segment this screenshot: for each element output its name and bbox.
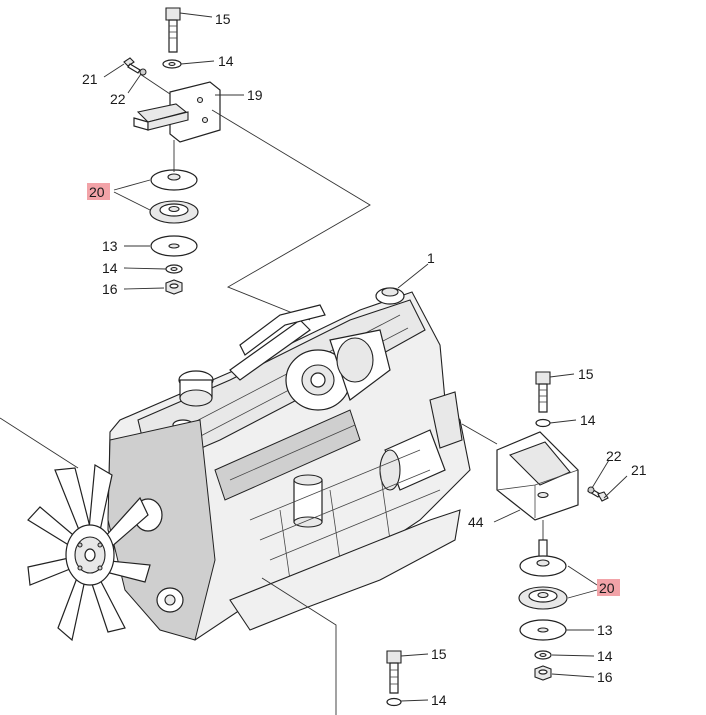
callout-20-right: 20 [599, 580, 615, 596]
bolt-15-bottom[interactable] [386, 650, 402, 694]
callout-labels: 15 14 21 22 19 20 13 14 16 1 15 14 22 21… [82, 11, 647, 708]
washer-14-right-low[interactable] [534, 650, 552, 660]
callout-14-right: 14 [580, 412, 596, 428]
screw-21-left[interactable] [123, 57, 141, 74]
callout-leaders [103, 12, 628, 702]
left-mount-assembly [123, 7, 221, 295]
bolt-15-top[interactable] [165, 7, 181, 53]
washer-14-right[interactable] [535, 418, 551, 428]
callout-44: 44 [468, 514, 484, 530]
callout-19: 19 [247, 87, 263, 103]
callout-20-left-highlight: 20 [87, 183, 110, 200]
callout-13-right: 13 [597, 622, 613, 638]
connection-line-left [211, 109, 371, 321]
callout-13-left: 13 [102, 238, 118, 254]
rubber-pad-20-upper[interactable] [150, 140, 198, 191]
leader-engine-left [0, 417, 79, 469]
callout-1: 1 [427, 250, 435, 266]
rubber-pad-20-right-upper[interactable] [519, 520, 567, 577]
rubber-pad-20-right-lower[interactable] [518, 586, 568, 610]
bracket-19[interactable] [133, 81, 221, 143]
callout-20-right-highlight: 20 [597, 579, 620, 596]
bottom-bolt-assembly [386, 650, 402, 707]
washer-14-left[interactable] [165, 264, 183, 274]
leader-engine-right [461, 423, 498, 445]
callout-14-top: 14 [218, 53, 234, 69]
bolt-15-right[interactable] [535, 371, 551, 413]
washer-22-right[interactable] [587, 486, 595, 494]
cooling-fan [27, 464, 151, 642]
nut-16-left[interactable] [165, 279, 183, 295]
callout-16-left: 16 [102, 281, 118, 297]
washer-14-bottom[interactable] [386, 697, 402, 707]
washer-13-right[interactable] [519, 619, 567, 641]
rubber-pad-20-lower[interactable] [149, 200, 199, 224]
engine-block [107, 287, 471, 641]
callout-20-left: 20 [89, 184, 105, 200]
turbocharger [285, 329, 391, 411]
right-mount-assembly [496, 371, 609, 681]
callout-16-right: 16 [597, 669, 613, 685]
callout-21-right: 21 [631, 462, 647, 478]
callout-15-top: 15 [215, 11, 231, 27]
callout-14-right-low: 14 [597, 648, 613, 664]
callout-14-bottom: 14 [431, 692, 447, 708]
oil-filter [293, 474, 323, 528]
callout-22-right: 22 [606, 448, 622, 464]
callout-22-left: 22 [110, 91, 126, 107]
callout-14-left: 14 [102, 260, 118, 276]
callout-21-left: 21 [82, 71, 98, 87]
washer-22-left[interactable] [139, 68, 147, 76]
callout-15-right: 15 [578, 366, 594, 382]
leader-engine-bottom [261, 577, 337, 715]
bracket-44[interactable] [496, 431, 579, 521]
callout-15-bottom: 15 [431, 646, 447, 662]
nut-16-right[interactable] [534, 665, 552, 681]
washer-13-left[interactable] [150, 235, 198, 257]
